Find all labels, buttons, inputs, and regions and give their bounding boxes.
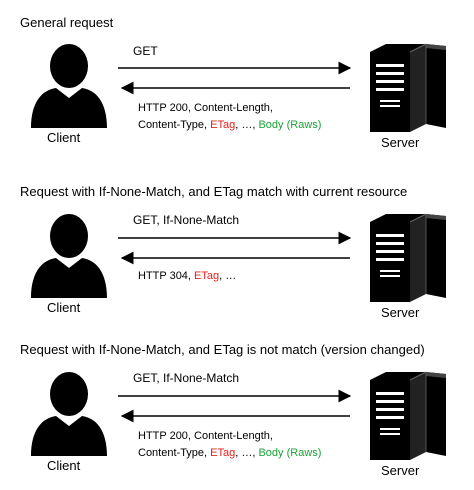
scenario-title: General request: [20, 15, 114, 30]
request-label: GET, If-None-Match: [133, 213, 240, 227]
response-label: HTTP 200, Content-Length, Content-Type, …: [138, 428, 321, 462]
server-label: Server: [381, 135, 420, 150]
scenario-title: Request with If-None-Match, and ETag mat…: [20, 184, 408, 199]
server-label: Server: [381, 305, 420, 320]
person-icon: [28, 370, 110, 456]
scenario-title: Request with If-None-Match, and ETag is …: [20, 342, 425, 357]
request-label: GET: [133, 44, 158, 58]
scenario-general-request: General request Client GET HTTP 200, Con…: [0, 0, 474, 162]
request-response-arrows: [118, 61, 352, 95]
response-text: HTTP 304,: [138, 270, 195, 282]
person-icon: [28, 212, 110, 298]
request-label: GET, If-None-Match: [133, 371, 240, 385]
etag-label: ETag: [210, 447, 236, 459]
etag-label: ETag: [210, 119, 236, 131]
response-line-2: Content-Type, ETag, …, Body (Raws): [138, 445, 321, 462]
body-raws-label: Body (Raws): [258, 447, 322, 459]
person-icon: [28, 42, 110, 128]
response-label: HTTP 304, ETag, …: [138, 268, 236, 285]
client-label: Client: [47, 300, 81, 315]
response-line-2: Content-Type, ETag, …, Body (Raws): [138, 117, 321, 134]
etag-label: ETag: [194, 270, 220, 282]
response-line-1: HTTP 304, ETag, …: [138, 268, 236, 285]
response-text: Content-Type,: [138, 447, 211, 459]
client-label: Client: [47, 130, 81, 145]
response-label: HTTP 200, Content-Length, Content-Type, …: [138, 100, 321, 134]
server-tower-icon: [366, 370, 450, 460]
request-response-arrows: [118, 231, 352, 265]
response-text: , …,: [235, 447, 259, 459]
server-tower-icon: [366, 42, 450, 132]
response-line-1: HTTP 200, Content-Length,: [138, 102, 273, 114]
response-text: , …,: [235, 119, 259, 131]
response-line-1: HTTP 200, Content-Length,: [138, 430, 273, 442]
response-text: , …: [219, 270, 237, 282]
scenario-etag-mismatch: Request with If-None-Match, and ETag is …: [0, 328, 474, 490]
server-label: Server: [381, 463, 420, 478]
server-tower-icon: [366, 212, 450, 302]
scenario-etag-match: Request with If-None-Match, and ETag mat…: [0, 170, 474, 332]
body-raws-label: Body (Raws): [258, 119, 322, 131]
client-label: Client: [47, 458, 81, 473]
response-text: Content-Type,: [138, 119, 211, 131]
request-response-arrows: [118, 389, 352, 423]
